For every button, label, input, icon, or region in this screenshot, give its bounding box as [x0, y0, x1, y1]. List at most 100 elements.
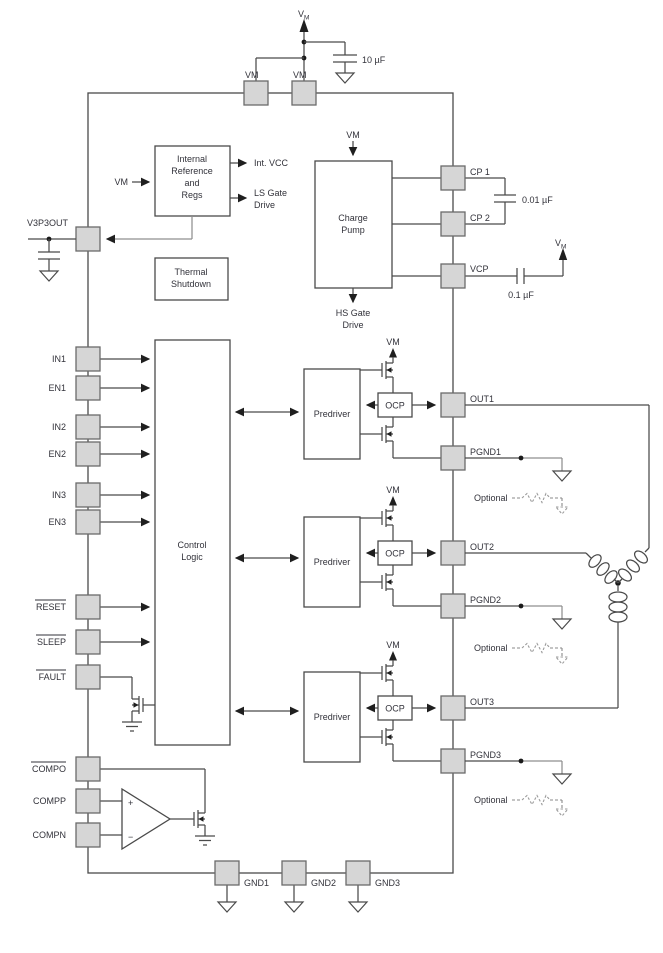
ground-symbol — [334, 72, 356, 84]
pin-label-cp1: CP 1 — [470, 167, 490, 177]
vcp-vm-arrow-up — [558, 248, 568, 260]
bulk-capacitor — [333, 54, 357, 63]
thermal-title-2: Shutdown — [171, 279, 211, 289]
internal-ref-title-1: Internal — [177, 154, 207, 164]
pin-compo — [75, 756, 101, 782]
pin-en2: EN2 — [48, 441, 151, 467]
ground-symbol — [38, 270, 60, 282]
pin-label-compn: COMPN — [33, 830, 67, 840]
v3p3-capacitor — [38, 251, 60, 260]
thermal-shutdown-block: Thermal Shutdown — [154, 257, 229, 301]
pin-label-pgnd3: PGND3 — [470, 750, 501, 760]
pin-out3 — [440, 695, 466, 721]
predriver-stage-3: Predriver VM OCP — [234, 640, 441, 763]
internal-ref-title-2: Reference — [171, 166, 213, 176]
pin-compp — [75, 788, 101, 814]
optional-resistor-3 — [521, 794, 551, 806]
ocp2-title: OCP — [385, 549, 405, 559]
pin-label-out1: OUT1 — [470, 394, 494, 404]
optional-label-1: Optional — [474, 493, 508, 503]
vm-rail-arrow-up — [299, 19, 309, 32]
motor-winding-phase2 — [585, 552, 619, 584]
pin-cp1 — [440, 165, 466, 191]
pin-in2: IN2 — [52, 414, 151, 440]
vm-supply-rail: VM 10 µF — [255, 9, 386, 84]
pin-label-compo: COMPO — [32, 764, 66, 774]
internal-ref-vm-in-label: VM — [115, 177, 129, 187]
pin-label-en2: EN2 — [48, 449, 66, 459]
pin-label-en1: EN1 — [48, 383, 66, 393]
ocp3-title: OCP — [385, 704, 405, 714]
pin-fault — [75, 664, 101, 690]
pgnd3-net: Optional — [465, 758, 573, 817]
int-vcc-label: Int. VCC — [254, 158, 289, 168]
ocp3-block — [377, 695, 413, 721]
motor-winding-phase3 — [608, 586, 628, 628]
ground-symbol — [551, 773, 573, 785]
ls-gate-label-1: LS Gate — [254, 188, 287, 198]
pin-in1: IN1 — [52, 346, 151, 372]
control-logic-block: Control Logic — [154, 339, 231, 746]
charge-pump-caps: 0.01 µF VM 0.1 µF — [465, 177, 568, 300]
optional-ground-1 — [554, 506, 570, 515]
ls-mosfet-1 — [360, 417, 441, 459]
ic-outline — [87, 92, 454, 874]
charge-pump-title-1: Charge — [338, 213, 368, 223]
right-pins: CP 1 CP 2 VCP OUT1 PGND1 OUT2 PGND2 OUT3… — [440, 165, 501, 774]
predriver2-vm-label: VM — [386, 485, 400, 495]
ground-symbol — [551, 618, 573, 630]
ocp2-block — [377, 540, 413, 566]
ground-symbol — [347, 901, 369, 913]
pgnd1-net: Optional — [465, 455, 573, 515]
pin-pgnd3 — [440, 748, 466, 774]
comparator-minus: − — [128, 832, 133, 842]
predriver-stage-1: Predriver VM OCP — [234, 337, 441, 460]
control-logic-title-2: Logic — [181, 552, 203, 562]
ground-symbol — [216, 901, 238, 913]
pin-label-in3: IN3 — [52, 490, 66, 500]
charge-pump-vm-label: VM — [346, 130, 360, 140]
hs-mosfet-2 — [360, 509, 394, 541]
optional-resistor-1 — [521, 492, 551, 504]
pin-label-en3: EN3 — [48, 517, 66, 527]
v3p3out-net: V3P3OUT — [27, 218, 101, 282]
charge-pump-title-2: Pump — [341, 225, 365, 235]
pin-label-vm-1: VM — [245, 70, 259, 80]
predriver2-title: Predriver — [314, 557, 351, 567]
pin-label-pgnd1: PGND1 — [470, 447, 501, 457]
ground-symbol — [195, 835, 215, 846]
vcp-cap-value: 0.1 µF — [508, 290, 534, 300]
pin-label-sleep: SLEEP — [37, 637, 66, 647]
pin-cp2 — [440, 211, 466, 237]
internal-ref-title-4: Regs — [181, 190, 203, 200]
predriver3-vm-label: VM — [386, 640, 400, 650]
pin-sleep: SLEEP — [36, 629, 151, 655]
ls-mosfet-3 — [360, 720, 441, 762]
pin-pgnd2 — [440, 593, 466, 619]
hs-gate-label-1: HS Gate — [336, 308, 371, 318]
pin-reset: RESET — [35, 594, 151, 620]
predriver1-title: Predriver — [314, 409, 351, 419]
thermal-title-1: Thermal — [174, 267, 207, 277]
pin-label-pgnd2: PGND2 — [470, 595, 501, 605]
comparator-plus: + — [128, 798, 133, 808]
optional-resistor-2 — [521, 642, 551, 654]
fault-mosfet — [122, 677, 155, 732]
optional-ground-3 — [554, 808, 570, 817]
pin-en1: EN1 — [48, 375, 151, 401]
pin-vcp — [440, 263, 466, 289]
internal-ref-title-3: and — [184, 178, 199, 188]
pin-label-reset: RESET — [36, 602, 67, 612]
pin-label-v3p3out: V3P3OUT — [27, 218, 69, 228]
pin-label-cp2: CP 2 — [470, 213, 490, 223]
ground-symbol — [122, 721, 142, 732]
ground-symbol — [551, 470, 573, 482]
pin-compn — [75, 822, 101, 848]
pin-label-gnd3: GND3 — [375, 878, 400, 888]
pin-label-out2: OUT2 — [470, 542, 494, 552]
pin-in3: IN3 — [52, 482, 151, 508]
bulk-capacitor-value: 10 µF — [362, 55, 386, 65]
pgnd2-net: Optional — [465, 603, 573, 665]
